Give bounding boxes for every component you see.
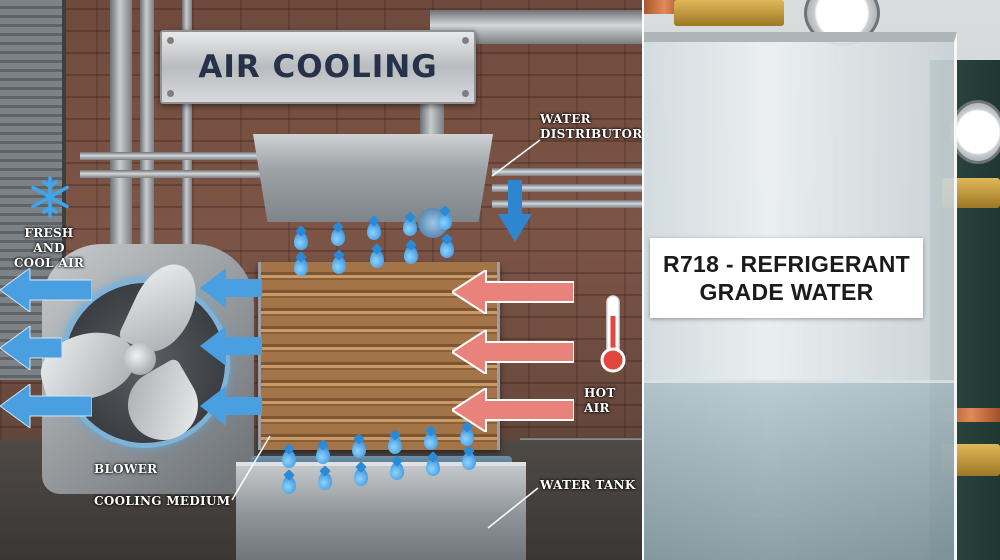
horizontal-pipe xyxy=(492,168,644,176)
tank-water-level xyxy=(644,380,954,560)
vertical-pipe xyxy=(110,0,132,280)
water-drop-icon xyxy=(370,250,384,268)
water-drop-icon xyxy=(388,436,402,454)
water-drop-icon xyxy=(462,452,476,470)
thermometer-icon xyxy=(598,294,628,376)
water-drop-icon xyxy=(331,228,345,246)
fresh-air-arrow-icon xyxy=(0,268,92,312)
water-drop-icon xyxy=(403,218,417,236)
water-distributor-trough xyxy=(253,134,493,222)
vertical-pipe xyxy=(140,0,154,300)
sticker-line-2: GRADE WATER xyxy=(699,279,874,305)
cool-air-arrow-icon xyxy=(200,326,262,366)
water-drop-icon xyxy=(294,258,308,276)
horizontal-pipe xyxy=(492,200,644,208)
water-distributor-label: WATER DISTRIBUTOR xyxy=(540,112,642,142)
fan-hub xyxy=(124,343,156,375)
screw xyxy=(462,90,469,97)
water-drop-icon xyxy=(282,450,296,468)
sticker-line-1: R718 - REFRIGERANT xyxy=(663,251,910,277)
refrigerant-label-sticker: R718 - REFRIGERANT GRADE WATER xyxy=(650,238,923,318)
fresh-air-arrow-icon xyxy=(0,384,92,428)
label-line: FRESH AND xyxy=(24,226,74,255)
cool-air-arrow-icon xyxy=(200,268,262,308)
water-drop-icon xyxy=(426,458,440,476)
cool-air-arrow-icon xyxy=(200,386,262,426)
water-drop-icon xyxy=(332,256,346,274)
screw xyxy=(462,37,469,44)
water-drop-icon xyxy=(390,462,404,480)
water-drop-icon xyxy=(354,468,368,486)
water-drop-icon xyxy=(438,212,452,230)
water-drop-icon xyxy=(316,446,330,464)
snowflake-icon xyxy=(28,175,72,219)
water-drop-icon xyxy=(404,246,418,264)
air-cooling-diagram-panel: AIR COOLING xyxy=(0,0,644,560)
water-drop-icon xyxy=(282,476,296,494)
label-line: COOL AIR xyxy=(13,256,85,270)
water-drop-icon xyxy=(294,232,308,250)
cooling-medium-label: COOLING MEDIUM xyxy=(94,494,231,508)
horizontal-pipe xyxy=(80,152,260,160)
fresh-air-arrow-icon xyxy=(0,326,62,370)
water-drop-icon xyxy=(367,222,381,240)
screw xyxy=(167,37,174,44)
hot-air-arrow-icon xyxy=(452,270,574,314)
water-flow-down-arrow-icon xyxy=(498,180,532,242)
hot-air-label: HOT AIR xyxy=(584,386,616,415)
hot-air-arrow-icon xyxy=(452,388,574,432)
water-tank-label: WATER TANK xyxy=(540,478,636,492)
blower-label: BLOWER xyxy=(94,462,158,476)
brass-fitting xyxy=(674,0,784,26)
vertical-pipe xyxy=(182,0,192,260)
label-line: DISTRIBUTOR xyxy=(540,127,643,141)
refrigerant-tank-photo-panel xyxy=(644,0,1000,560)
title-plate: AIR COOLING xyxy=(160,30,476,104)
panel-divider xyxy=(642,0,645,560)
fresh-and-cool-air-label: FRESH AND COOL AIR xyxy=(8,226,90,271)
horizontal-pipe xyxy=(80,170,260,178)
screw xyxy=(167,90,174,97)
water-drop-icon xyxy=(318,472,332,490)
water-drop-icon xyxy=(440,240,454,258)
water-drop-icon xyxy=(424,432,438,450)
hot-air-arrow-icon xyxy=(452,330,574,374)
horizontal-pipe xyxy=(492,184,644,192)
pressure-gauge xyxy=(950,100,1000,164)
water-drop-icon xyxy=(460,428,474,446)
page-title: AIR COOLING xyxy=(198,49,438,85)
label-line: WATER xyxy=(540,112,591,126)
leader-lines xyxy=(231,139,541,529)
water-drop-icon xyxy=(352,440,366,458)
